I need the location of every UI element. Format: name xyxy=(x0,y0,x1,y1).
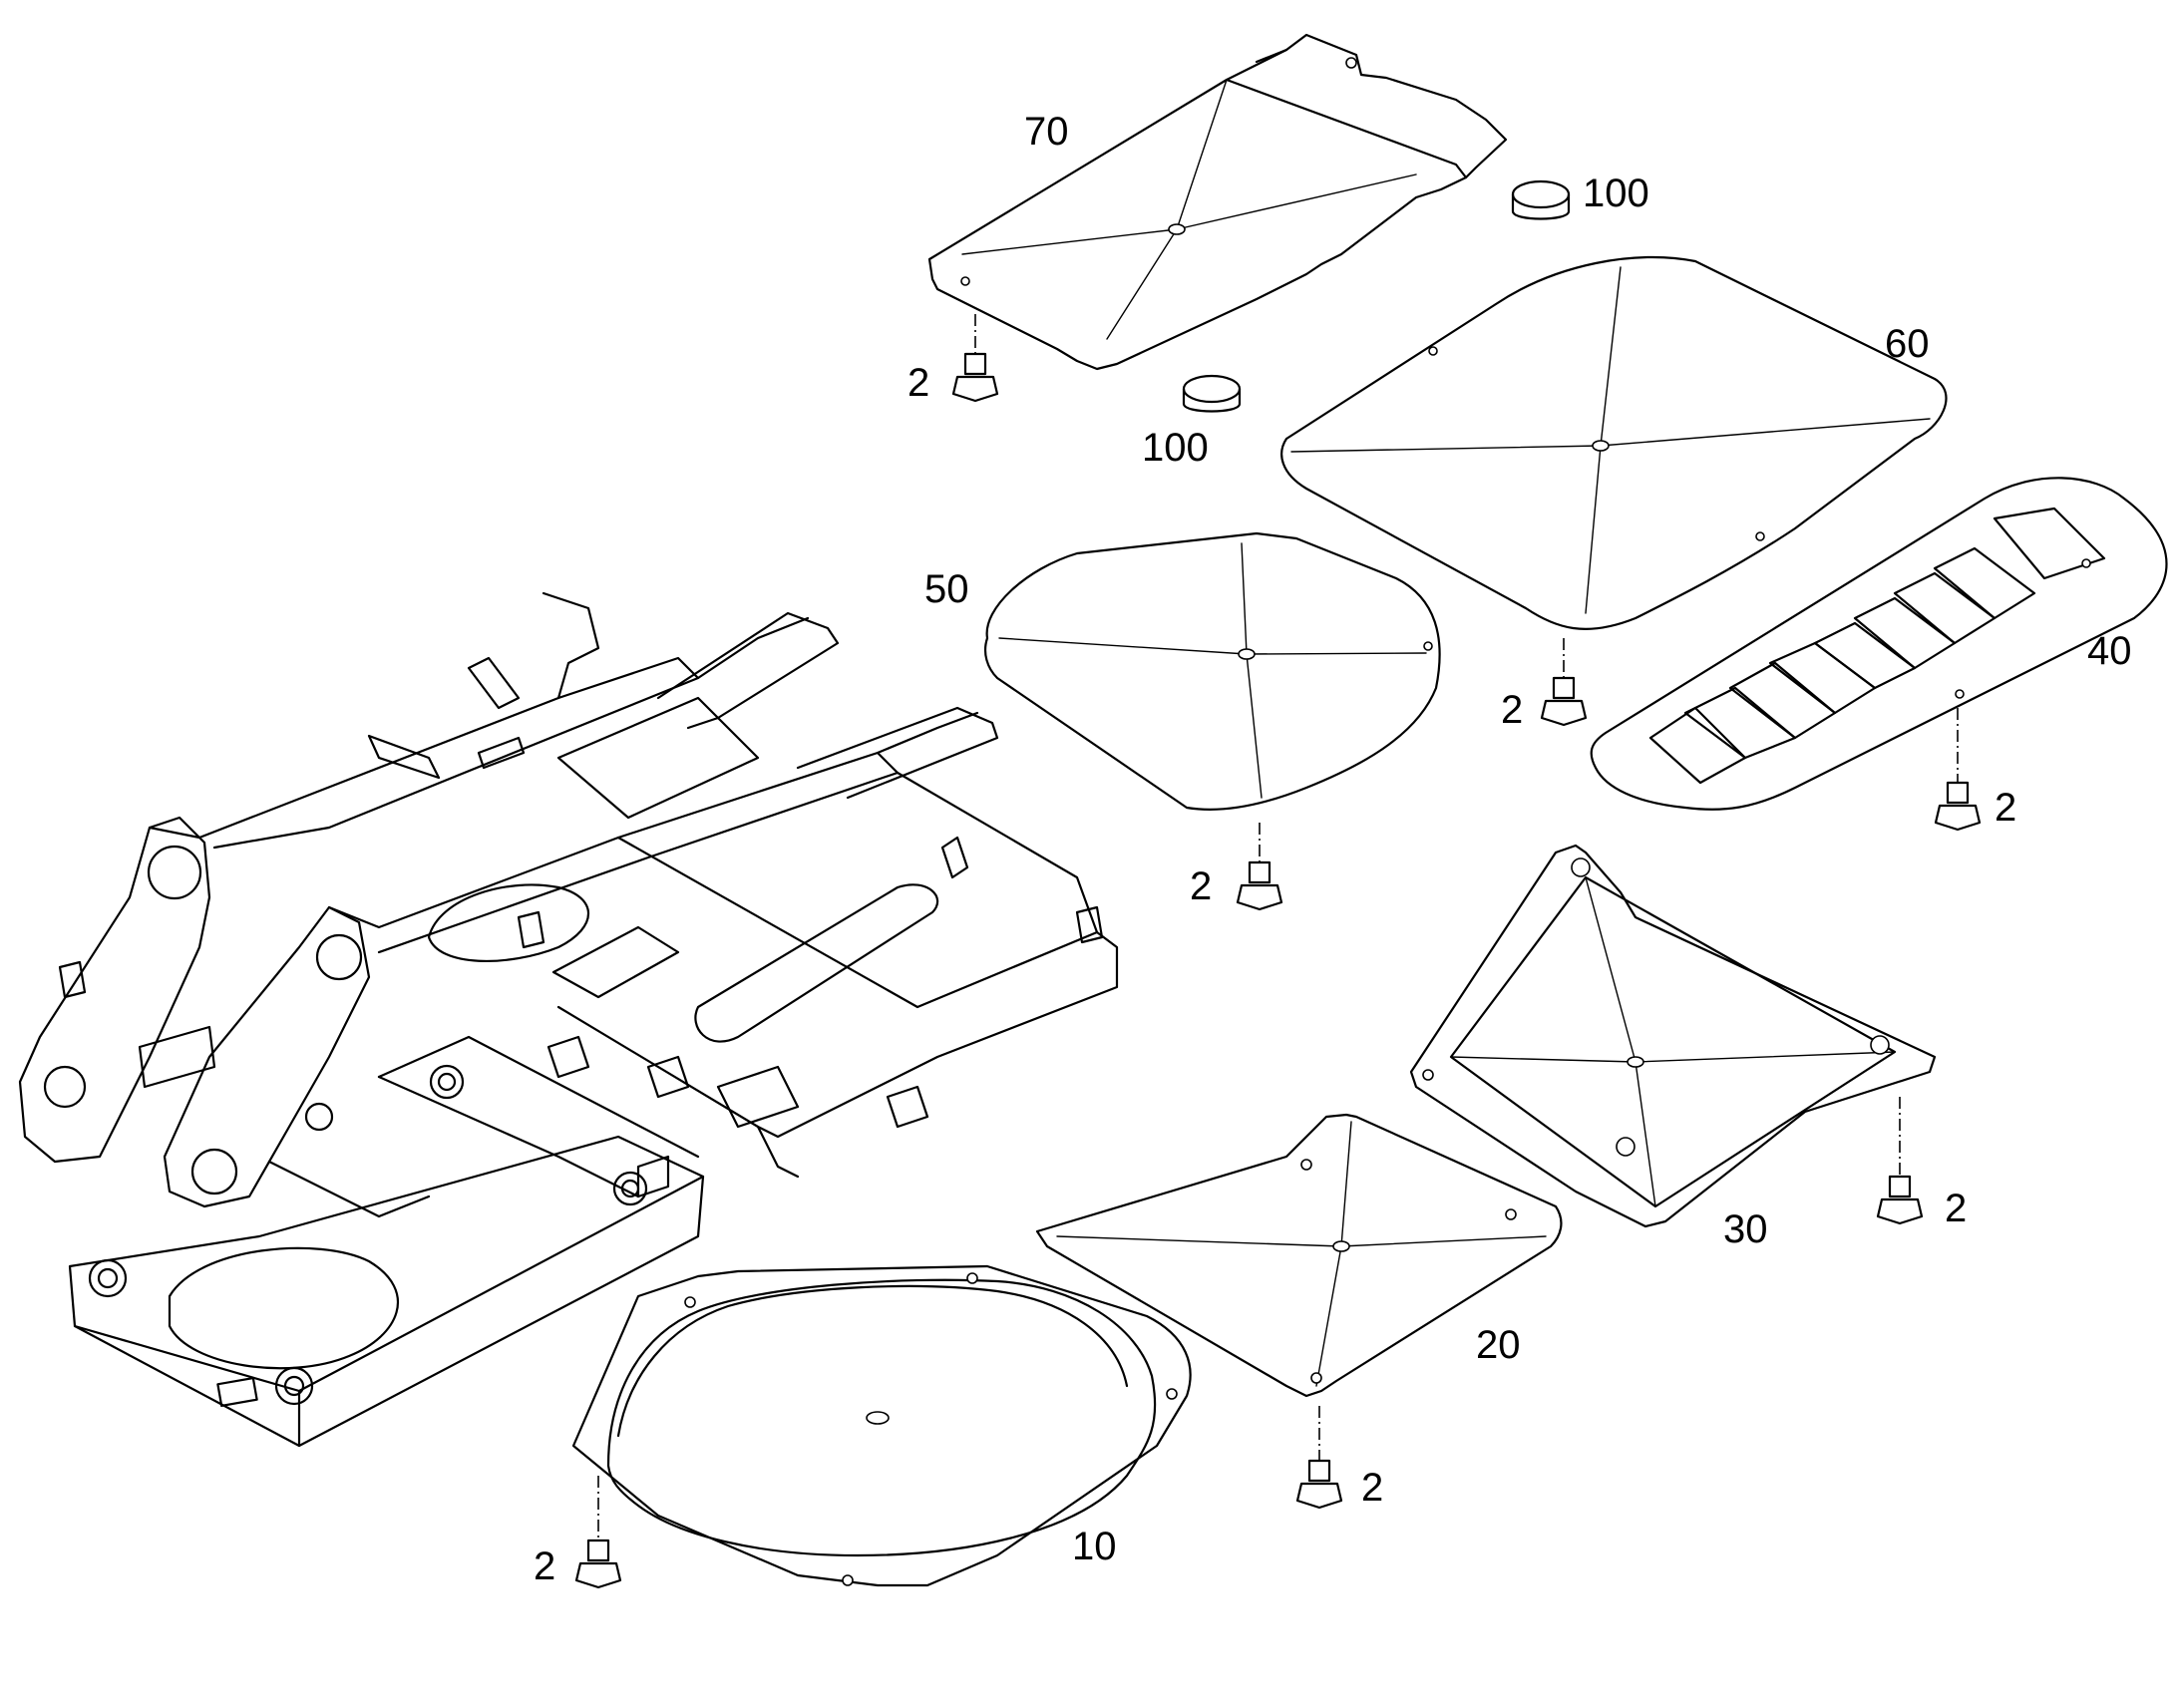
cover-plate-70 xyxy=(927,33,1508,371)
bolt-for-plate-10 xyxy=(574,1476,622,1589)
bolt-for-plate-60 xyxy=(1540,638,1588,727)
callout-bolt-2-plate-40: 2 xyxy=(1995,786,2016,830)
bolt-for-plate-50 xyxy=(1236,823,1283,911)
grille-plate-40 xyxy=(1590,477,2168,811)
callout-bolt-2-plate-10: 2 xyxy=(534,1544,555,1588)
bolt-for-plate-40 xyxy=(1934,708,1982,832)
callout-bolt-2-plate-50: 2 xyxy=(1190,864,1212,908)
callout-bolt-2-plate-20: 2 xyxy=(1361,1466,1383,1510)
callout-40: 40 xyxy=(2087,629,2132,673)
callout-bolt-2-plate-70: 2 xyxy=(908,361,929,405)
cover-plate-60 xyxy=(1280,255,1948,630)
frame-assembly xyxy=(18,591,1119,1448)
bolt-for-plate-30 xyxy=(1876,1097,1924,1225)
callout-30: 30 xyxy=(1723,1207,1768,1251)
grommet-100-upper xyxy=(1511,179,1571,220)
cover-plate-50 xyxy=(983,531,1441,811)
cover-plate-20 xyxy=(1035,1113,1563,1398)
grommet-100-lower xyxy=(1182,374,1242,413)
callout-20: 20 xyxy=(1476,1323,1521,1367)
callout-bolt-2-plate-30: 2 xyxy=(1945,1187,1967,1230)
callout-100-lower: 100 xyxy=(1142,426,1209,470)
cover-plate-30 xyxy=(1409,844,1937,1228)
callout-bolt-2-plate-60: 2 xyxy=(1501,688,1523,732)
bolt-for-plate-70 xyxy=(951,314,999,403)
callout-50: 50 xyxy=(924,567,969,611)
callout-labels: 70 100 100 60 50 40 30 20 10 2 2 2 2 2 2… xyxy=(534,110,2132,1588)
base-plate-10 xyxy=(571,1264,1192,1587)
callout-60: 60 xyxy=(1885,322,1930,366)
callout-70: 70 xyxy=(1024,110,1069,154)
callout-100-upper: 100 xyxy=(1583,171,1649,215)
callout-10: 10 xyxy=(1072,1525,1117,1568)
bolt-for-plate-20 xyxy=(1295,1406,1343,1510)
